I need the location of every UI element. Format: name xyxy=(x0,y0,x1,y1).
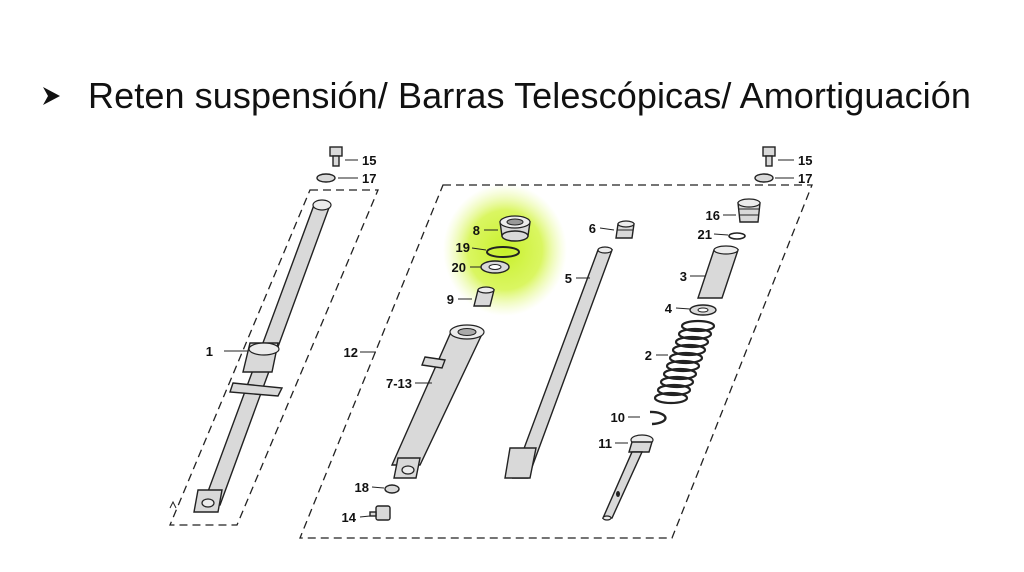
label-8: 8 xyxy=(473,223,480,238)
arrow-mark-icon xyxy=(169,500,177,509)
oring-21 xyxy=(728,232,746,240)
bushing-9 xyxy=(473,286,495,307)
part-6 xyxy=(615,220,635,239)
label-15-right: 15 xyxy=(798,153,812,168)
bolt-15-right xyxy=(762,146,776,167)
cap-16 xyxy=(737,198,761,223)
clip-19 xyxy=(486,246,520,258)
slider-7-13 xyxy=(390,324,485,479)
arrow-bullet-icon xyxy=(43,87,60,105)
label-6: 6 xyxy=(589,221,596,236)
label-18: 18 xyxy=(355,480,369,495)
label-7-13: 7-13 xyxy=(386,376,412,391)
label-4: 4 xyxy=(665,301,673,316)
group-outline-main xyxy=(299,184,813,539)
label-3: 3 xyxy=(680,269,687,284)
label-16: 16 xyxy=(706,208,720,223)
label-1: 1 xyxy=(206,344,213,359)
slide-title: Reten suspensión/ Barras Telescópicas/ A… xyxy=(88,75,972,116)
label-15-left: 15 xyxy=(362,153,376,168)
label-12: 12 xyxy=(344,345,358,360)
damper-rod-11 xyxy=(601,434,654,521)
washer-4 xyxy=(689,304,717,316)
label-17-left: 17 xyxy=(362,171,376,186)
bolt-14 xyxy=(369,505,391,521)
label-10: 10 xyxy=(611,410,625,425)
oil-seal-8 xyxy=(499,215,531,242)
washer-17-right xyxy=(754,173,774,183)
spring-2 xyxy=(653,319,716,405)
label-14: 14 xyxy=(342,510,357,525)
circlip-10 xyxy=(649,410,667,426)
slide-heading: Reten suspensión/ Barras Telescópicas/ A… xyxy=(40,72,971,120)
label-9: 9 xyxy=(447,292,454,307)
label-21: 21 xyxy=(698,227,712,242)
label-2: 2 xyxy=(645,348,652,363)
label-11: 11 xyxy=(598,436,612,451)
washer-18 xyxy=(384,484,400,494)
outer-tube-1 xyxy=(193,199,332,513)
highlight-glow xyxy=(443,184,567,316)
bolt-15-left xyxy=(329,146,343,167)
label-20: 20 xyxy=(452,260,466,275)
washer-20 xyxy=(480,260,510,274)
spacer-3 xyxy=(697,245,739,299)
label-17-right: 17 xyxy=(798,171,812,186)
washer-17-left xyxy=(316,173,336,183)
group-outline-left xyxy=(169,189,379,526)
inner-tube-5 xyxy=(504,246,614,479)
label-5: 5 xyxy=(565,271,572,286)
label-19: 19 xyxy=(456,240,470,255)
